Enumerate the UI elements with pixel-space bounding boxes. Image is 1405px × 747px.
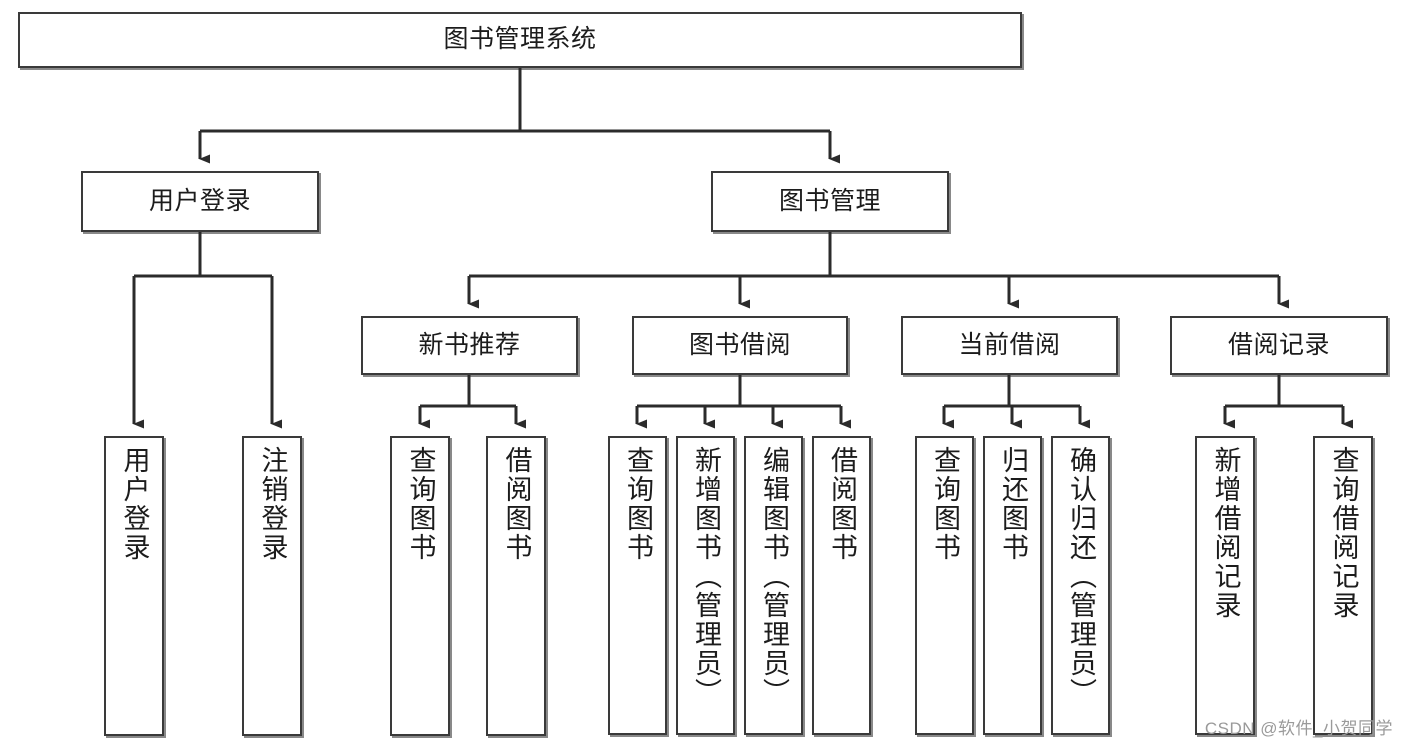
node-user-login[interactable]: 用户登录 <box>81 171 319 232</box>
node-root-system[interactable]: 图书管理系统 <box>18 12 1022 68</box>
node-label: 图书管理系统 <box>443 25 597 54</box>
node-book-manage[interactable]: 图书管理 <box>711 171 949 232</box>
node-label: 查询图书 <box>930 446 960 562</box>
node-label: 编辑图书（管理员） <box>759 446 789 707</box>
node-leaf-add-book-admin[interactable]: 新增图书（管理员） <box>676 436 735 735</box>
node-new-book-recommend[interactable]: 新书推荐 <box>361 316 578 375</box>
node-label: 查询图书 <box>405 446 436 562</box>
watermark-text: CSDN @软件_小贺同学 <box>1204 719 1393 738</box>
node-leaf-query-borrow-record[interactable]: 查询借阅记录 <box>1313 436 1373 735</box>
node-book-borrow[interactable]: 图书借阅 <box>632 316 848 375</box>
node-label: 借阅记录 <box>1227 330 1330 359</box>
node-label: 当前借阅 <box>958 330 1061 359</box>
node-label: 图书管理 <box>778 186 881 215</box>
node-label: 新书推荐 <box>418 330 521 359</box>
node-borrow-record[interactable]: 借阅记录 <box>1170 316 1388 375</box>
node-label: 图书借阅 <box>688 330 791 359</box>
node-label: 查询图书 <box>623 446 653 562</box>
node-leaf-query-book-current[interactable]: 查询图书 <box>915 436 974 735</box>
node-label: 新增图书（管理员） <box>691 446 721 707</box>
node-leaf-query-book-borrow[interactable]: 查询图书 <box>608 436 667 735</box>
node-leaf-user-login[interactable]: 用户登录 <box>104 436 164 736</box>
node-label: 注销登录 <box>257 446 288 562</box>
node-label: 用户登录 <box>119 446 150 562</box>
node-label: 归还图书 <box>998 446 1028 562</box>
node-label: 确认归还（管理员） <box>1066 446 1096 707</box>
node-leaf-add-borrow-record[interactable]: 新增借阅记录 <box>1195 436 1255 735</box>
node-leaf-logout[interactable]: 注销登录 <box>242 436 302 736</box>
node-label: 新增借阅记录 <box>1210 446 1241 620</box>
node-leaf-edit-book-admin[interactable]: 编辑图书（管理员） <box>744 436 803 735</box>
node-leaf-query-book-recommend[interactable]: 查询图书 <box>390 436 450 736</box>
node-leaf-borrow-book-recommend[interactable]: 借阅图书 <box>486 436 546 736</box>
node-leaf-return-book[interactable]: 归还图书 <box>983 436 1042 735</box>
node-label: 用户登录 <box>148 186 251 215</box>
node-leaf-confirm-return-admin[interactable]: 确认归还（管理员） <box>1051 436 1110 735</box>
node-label: 借阅图书 <box>501 446 532 562</box>
node-leaf-borrow-book[interactable]: 借阅图书 <box>812 436 871 735</box>
node-label: 借阅图书 <box>827 446 857 562</box>
node-label: 查询借阅记录 <box>1328 446 1359 620</box>
node-current-borrow[interactable]: 当前借阅 <box>901 316 1118 375</box>
